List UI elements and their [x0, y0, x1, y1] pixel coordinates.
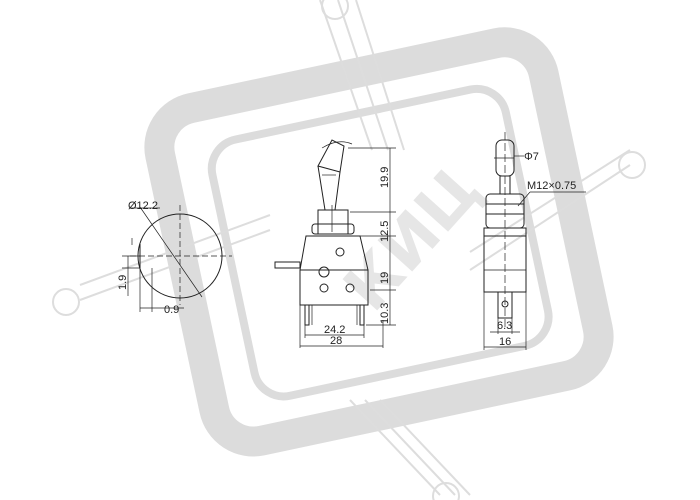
bushing-height-label: 12.5 — [379, 221, 391, 242]
body-height-label: 19 — [379, 272, 391, 284]
panel-cutout-view: Ø12.2 1.9 0.9 — [117, 200, 232, 316]
side-view: Φ7 M12×0.75 6.3 16 — [483, 132, 586, 350]
body-lower — [299, 269, 369, 306]
inner-width-label: 24.2 — [324, 324, 345, 336]
hole-diameter-label: Ø12.2 — [128, 200, 158, 212]
side-terminal-hole — [501, 300, 509, 308]
side-terminal — [497, 291, 513, 319]
side-width-label: 16 — [499, 336, 511, 348]
thread-leader — [517, 191, 531, 207]
body-rivet-1 — [318, 266, 330, 278]
lever-height-label: 19.9 — [379, 167, 391, 188]
watermark-text: КИЦ — [330, 153, 496, 325]
diameter-leader — [139, 206, 203, 298]
watermark-lines — [79, 0, 631, 496]
key-width-label: 0.9 — [164, 304, 179, 316]
lever-diameter-label: Φ7 — [524, 151, 539, 163]
terminal-left — [304, 304, 310, 326]
terminal-right — [359, 304, 365, 326]
lever-tip — [317, 139, 345, 173]
terminal-width-label: 6.3 — [497, 320, 512, 332]
front-view: 19.9 12.5 19 10.3 24.2 28 — [274, 139, 396, 348]
watermark — [144, 27, 614, 457]
mounting-bracket — [274, 261, 301, 269]
lever-shaft — [317, 165, 341, 211]
overall-width-label: 28 — [330, 335, 342, 347]
thread-label: M12×0.75 — [527, 180, 576, 192]
bushing-nut — [311, 223, 355, 235]
key-offset-label: 1.9 — [117, 275, 129, 290]
body-rivet-2 — [319, 283, 329, 293]
body-rivet-3 — [345, 283, 355, 293]
watermark-circles — [52, 0, 646, 500]
lever-swing-arc — [321, 141, 353, 149]
bushing — [317, 209, 349, 235]
body-rivet-4 — [335, 247, 345, 257]
terminal-height-label: 10.3 — [379, 303, 391, 324]
